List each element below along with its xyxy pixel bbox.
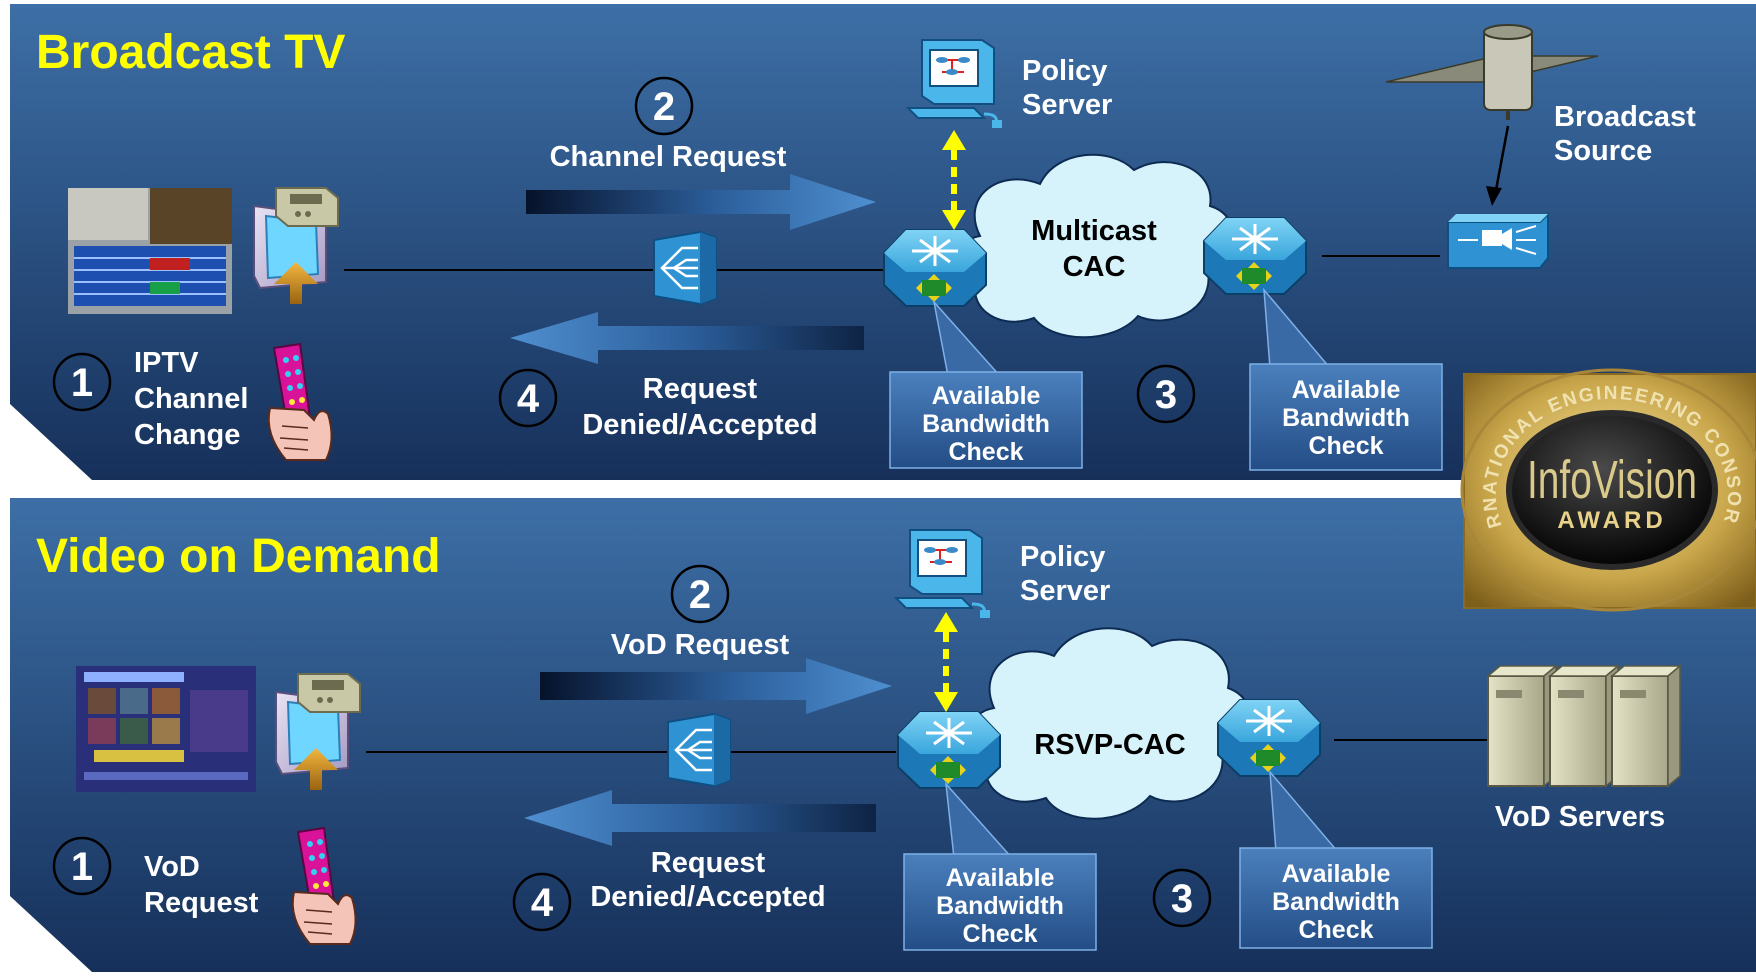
callout-left-line2: Bandwidth: [922, 410, 1050, 438]
callout-right-line2: Bandwidth: [1272, 888, 1400, 916]
broadcast-title: Broadcast TV: [36, 26, 345, 79]
replication-icon: [666, 712, 732, 788]
callout-left-line2: Bandwidth: [936, 892, 1064, 920]
cloud-label-line1: Multicast: [1031, 215, 1157, 247]
policy-server-icon: [906, 38, 1004, 130]
rsvp-cac-cloud: [971, 627, 1252, 820]
step1-label-line1: VoD: [144, 851, 200, 883]
channel-request-arrow: [526, 174, 876, 230]
video-encoder-icon: [1447, 211, 1549, 269]
step1-number: 1: [71, 845, 93, 889]
callout-left-line1: Available: [932, 382, 1041, 410]
step2-number: 2: [653, 85, 675, 129]
request-response-arrow: [510, 312, 864, 364]
cloud-label-line2: CAC: [1063, 251, 1126, 283]
step3-number: 3: [1171, 877, 1193, 921]
vod-request-arrow: [540, 658, 892, 714]
up-arrow-icon: [274, 262, 318, 304]
step1-label-line3: Change: [134, 419, 240, 451]
vod-title: Video on Demand: [36, 530, 441, 583]
callout-right-line3: Check: [1308, 432, 1383, 460]
step4-label-line1: Request: [643, 373, 758, 405]
callout-right: Available Bandwidth Check: [1239, 769, 1433, 949]
callout-left-line3: Check: [962, 920, 1037, 948]
request-response-arrow: [524, 790, 876, 846]
award-name: InfoVision: [1527, 449, 1697, 510]
cloud-label: RSVP-CAC: [1034, 729, 1186, 761]
servers-label: VoD Servers: [1495, 801, 1665, 833]
iptv-guide-screenshot: [68, 188, 232, 314]
step4-label-line2: Denied/Accepted: [582, 409, 817, 441]
step3-number: 3: [1155, 373, 1177, 417]
policy-label-line2: Server: [1022, 89, 1112, 121]
step1-number: 1: [71, 361, 93, 405]
callout-left-line3: Check: [948, 438, 1023, 466]
policy-server-icon: [894, 528, 992, 620]
source-label-line1: Broadcast: [1554, 101, 1696, 133]
step4-label-line1: Request: [651, 847, 766, 879]
step4-label-line2: Denied/Accepted: [590, 881, 825, 913]
multicast-replication-icon: [652, 230, 718, 306]
policy-label-line2: Server: [1020, 575, 1110, 607]
vod-servers-icon: [1485, 664, 1683, 788]
step2-number: 2: [689, 573, 711, 617]
callout-right: Available Bandwidth Check: [1249, 287, 1443, 471]
step2-label: Channel Request: [550, 141, 787, 173]
step1-label-line1: IPTV: [134, 347, 199, 379]
vod-menu-screenshot: [76, 666, 256, 792]
step1-label-line2: Request: [144, 887, 259, 919]
step4-number: 4: [517, 377, 540, 421]
core-router-icon: [1202, 216, 1308, 296]
policy-label-line1: Policy: [1020, 541, 1105, 573]
callout-left: Available Bandwidth Check: [903, 781, 1097, 951]
step4-number: 4: [531, 881, 554, 925]
satellite-feed-arrow: [1486, 125, 1510, 206]
vod-panel: Video on Demand RSVP-CAC Policy: [10, 498, 1756, 972]
callout-right-line1: Available: [1292, 376, 1401, 404]
satellite-icon: [1385, 24, 1599, 120]
policy-dashed-arrow: [934, 612, 958, 712]
callout-left-line1: Available: [946, 864, 1055, 892]
core-router-icon: [1216, 698, 1322, 778]
policy-label-line1: Policy: [1022, 55, 1107, 87]
callout-right-line1: Available: [1282, 860, 1391, 888]
edge-router-icon: [882, 228, 988, 308]
policy-dashed-arrow: [942, 130, 966, 230]
callout-right-line2: Bandwidth: [1282, 404, 1410, 432]
step1-label-line2: Channel: [134, 383, 248, 415]
edge-router-icon: [896, 710, 1002, 790]
award-sub: AWARD: [1557, 507, 1666, 534]
step2-label: VoD Request: [611, 629, 790, 661]
broadcast-panel: Broadcast TV Multicast CAC: [10, 4, 1756, 480]
callout-right-line3: Check: [1298, 916, 1373, 944]
source-label-line2: Source: [1554, 135, 1652, 167]
up-arrow-icon: [294, 748, 338, 790]
callout-left: Available Bandwidth Check: [889, 299, 1083, 469]
